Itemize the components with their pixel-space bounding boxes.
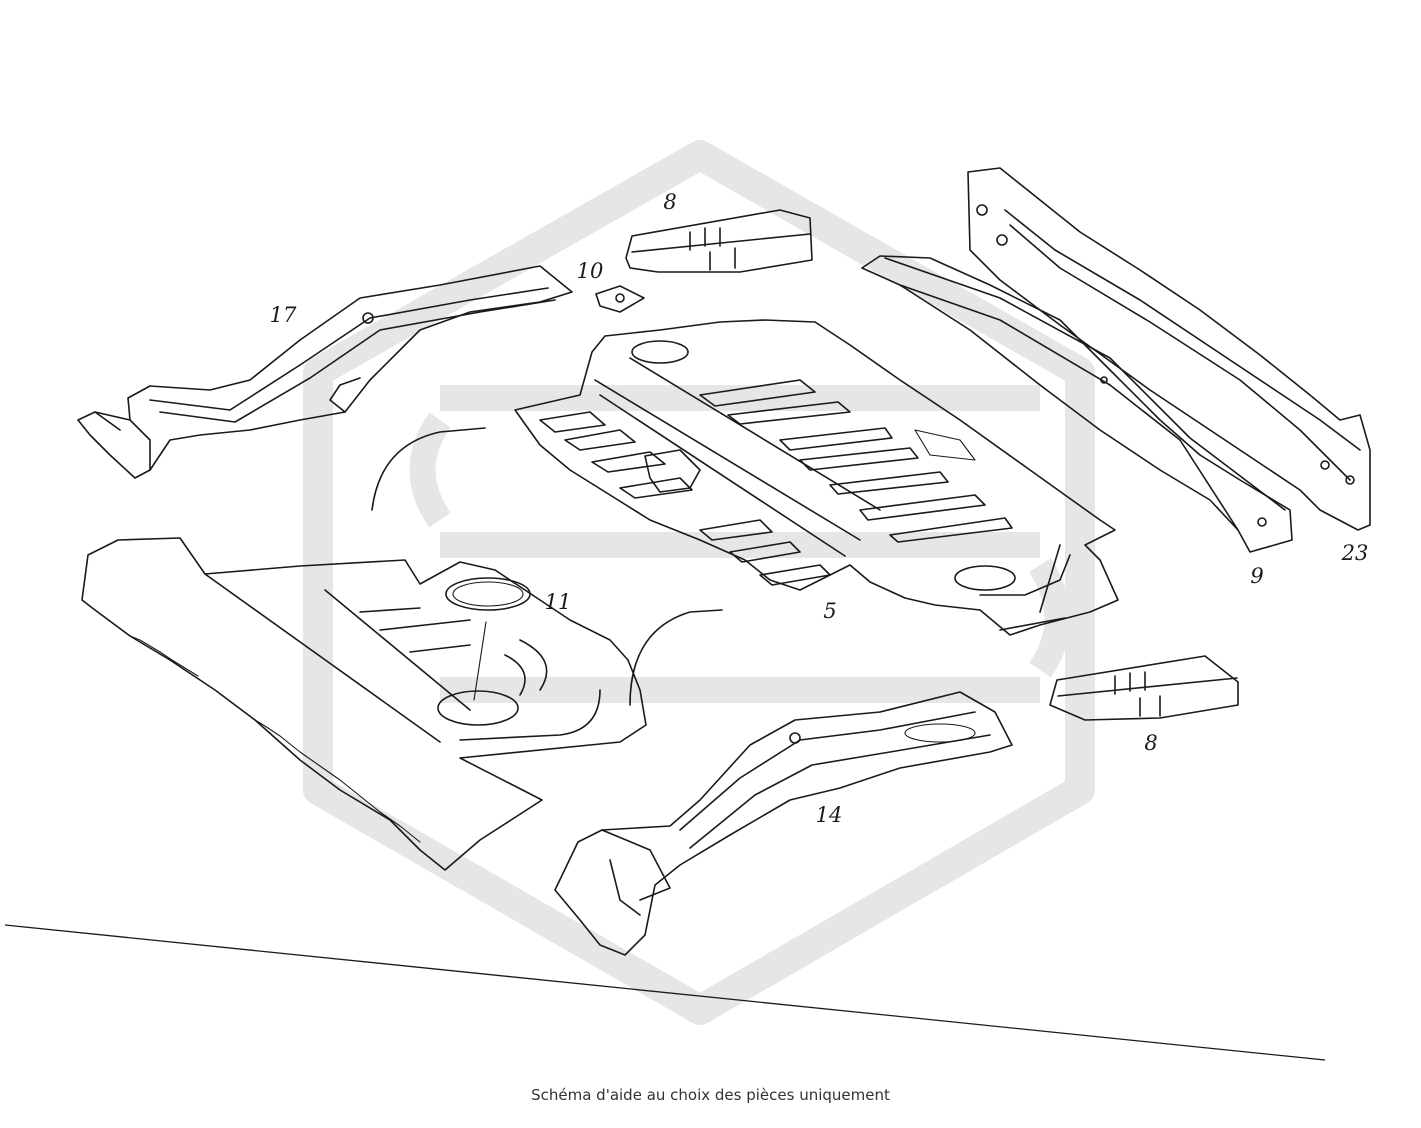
cross-member-lower — [1049, 655, 1239, 721]
callout-label: 10 — [577, 259, 604, 283]
diagram-caption: Schéma d'aide au choix des pièces unique… — [531, 1086, 890, 1104]
rear-rail — [861, 255, 1293, 553]
callout-label: 9 — [1250, 564, 1263, 588]
callout-label: 11 — [545, 590, 572, 614]
callout-label: 14 — [816, 803, 843, 827]
side-rail-upper — [77, 265, 573, 479]
callout-label: 5 — [823, 599, 836, 623]
callout-label: 8 — [1144, 731, 1157, 755]
ground-line — [4, 924, 1326, 1061]
callout-label: 17 — [270, 303, 297, 327]
floor-panel — [81, 427, 723, 871]
callout-label: 8 — [663, 190, 676, 214]
rear-floor-panel — [514, 319, 1119, 636]
watermark-logo — [303, 140, 1095, 1025]
bracket-small — [595, 285, 645, 313]
rear-panel — [967, 167, 1371, 531]
cross-member-upper — [625, 209, 813, 273]
side-rail-lower — [554, 691, 1013, 956]
callout-label: 23 — [1341, 541, 1369, 565]
